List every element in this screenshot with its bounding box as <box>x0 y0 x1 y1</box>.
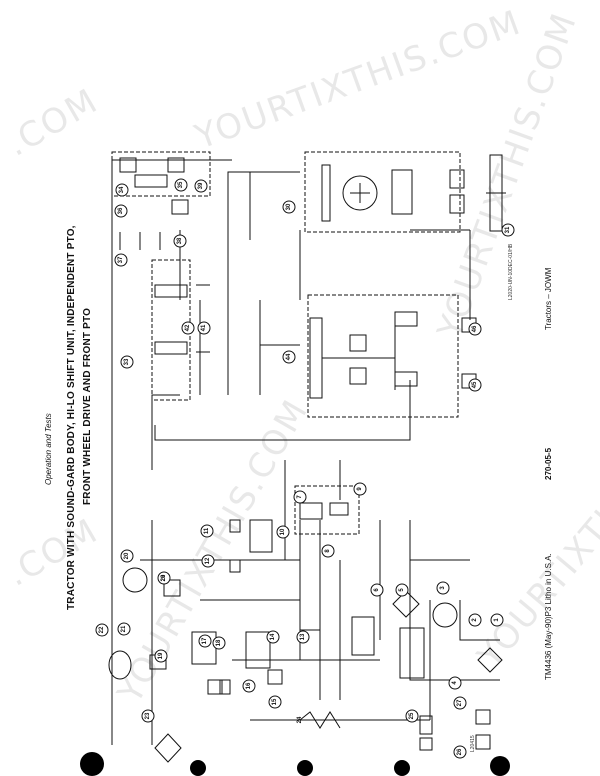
callout-number: 30 <box>286 203 292 211</box>
callout-number: 41 <box>201 324 207 332</box>
callout-number: 1 <box>494 618 500 622</box>
callout-number: 13 <box>300 633 306 641</box>
callout-number: 45 <box>472 381 478 389</box>
callout-number: 42 <box>185 324 191 332</box>
callout-number: 17 <box>202 637 208 645</box>
punch-hole <box>394 760 410 776</box>
callout-number: 7 <box>297 495 303 499</box>
callout-number: 36 <box>118 207 124 215</box>
callout-number: 24 <box>297 716 303 724</box>
callout-number: 8 <box>325 549 331 553</box>
callout-number: 29 <box>161 574 167 582</box>
callout-number: 2 <box>472 618 478 622</box>
callout-number: 11 <box>204 527 210 535</box>
callout-number: 27 <box>457 699 463 707</box>
callout-number: 46 <box>472 325 478 333</box>
punch-hole <box>80 752 104 776</box>
callout-number: 16 <box>246 682 252 690</box>
callout-number: 23 <box>145 712 151 720</box>
ipto-valve-group <box>309 311 477 399</box>
callout-number: 3 <box>440 586 446 590</box>
callout-number: 5 <box>399 588 405 592</box>
component-group-boxes <box>111 151 461 535</box>
callouts <box>95 178 515 759</box>
callout-number: 19 <box>158 652 164 660</box>
callout-number: 31 <box>505 226 511 234</box>
callout-number: 20 <box>124 552 130 560</box>
callout-number: 9 <box>357 487 363 491</box>
scv-valve-group <box>119 157 210 355</box>
callout-number: 44 <box>286 353 292 361</box>
lower-valve-group <box>108 502 503 763</box>
callout-number: 25 <box>409 712 415 720</box>
pto-valve-group <box>321 154 506 232</box>
callout-number: 14 <box>270 633 276 641</box>
callout-number: 6 <box>374 588 380 592</box>
callout-number: 37 <box>118 256 124 264</box>
callout-number: 34 <box>119 186 125 194</box>
callout-number: 4 <box>452 681 458 685</box>
callout-number: 22 <box>99 626 105 634</box>
punch-hole <box>490 756 510 776</box>
callout-number: 33 <box>124 358 130 366</box>
punch-hole <box>190 760 206 776</box>
callout-number: 18 <box>216 639 222 647</box>
callout-number: 10 <box>280 528 286 536</box>
callout-number: 38 <box>177 237 183 245</box>
callout-number: 21 <box>121 625 127 633</box>
callout-number: 35 <box>178 181 184 189</box>
hydraulic-lines <box>111 159 500 745</box>
callout-number: 12 <box>205 557 211 565</box>
callout-number: 26 <box>457 748 463 756</box>
callout-number: 39 <box>198 182 204 190</box>
callout-number: 15 <box>272 698 278 706</box>
punch-hole <box>297 760 313 776</box>
